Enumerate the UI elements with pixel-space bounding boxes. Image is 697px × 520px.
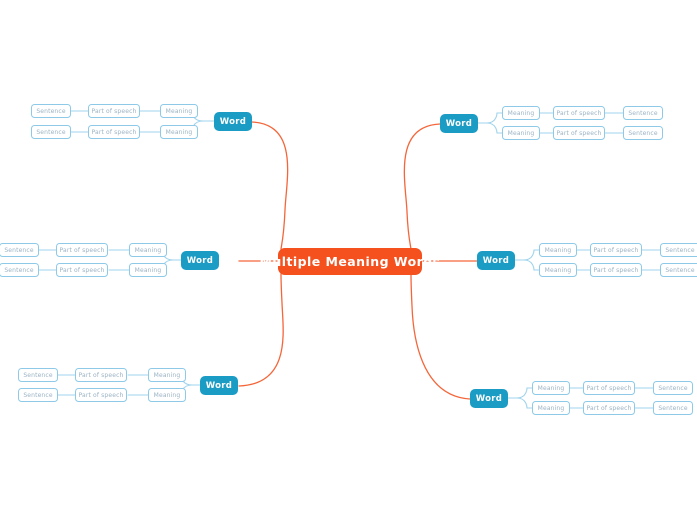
connector-center-to-top-right xyxy=(403,123,441,250)
part-of-speech-node-top-left-row1[interactable]: Part of speech xyxy=(88,104,140,118)
meaning-node-bottom-right-row2[interactable]: Meaning xyxy=(532,401,570,415)
sentence-node-bottom-right-row2[interactable]: Sentence xyxy=(653,401,693,415)
meaning-node-top-right-row2[interactable]: Meaning xyxy=(502,126,540,140)
sentence-node-middle-left-row1[interactable]: Sentence xyxy=(0,243,39,257)
bracket-bottom-right-upper xyxy=(507,387,533,399)
word-node-top-right[interactable]: Word xyxy=(440,114,478,133)
sentence-node-middle-right-row1[interactable]: Sentence xyxy=(660,243,697,257)
sentence-node-top-right-row1[interactable]: Sentence xyxy=(623,106,663,120)
part-of-speech-node-bottom-left-row1[interactable]: Part of speech xyxy=(75,368,127,382)
part-of-speech-node-bottom-left-row2[interactable]: Part of speech xyxy=(75,388,127,402)
bracket-bottom-right-lower xyxy=(507,397,533,409)
part-of-speech-node-middle-right-row1[interactable]: Part of speech xyxy=(590,243,642,257)
part-of-speech-node-bottom-right-row1[interactable]: Part of speech xyxy=(583,381,635,395)
connector-center-to-bottom-left xyxy=(238,273,284,387)
sentence-node-bottom-right-row1[interactable]: Sentence xyxy=(653,381,693,395)
word-node-bottom-right[interactable]: Word xyxy=(470,389,508,408)
connector-center-to-top-left xyxy=(251,121,289,250)
bracket-middle-right-upper xyxy=(514,249,540,261)
part-of-speech-node-middle-right-row2[interactable]: Part of speech xyxy=(590,263,642,277)
part-of-speech-node-middle-left-row1[interactable]: Part of speech xyxy=(56,243,108,257)
sentence-node-bottom-left-row2[interactable]: Sentence xyxy=(18,388,58,402)
part-of-speech-node-top-right-row1[interactable]: Part of speech xyxy=(553,106,605,120)
bracket-top-right-upper xyxy=(477,112,503,124)
word-node-top-left[interactable]: Word xyxy=(214,112,252,131)
center-topic-node[interactable]: Multiple Meaning Words xyxy=(259,248,440,275)
meaning-node-middle-left-row1[interactable]: Meaning xyxy=(129,243,167,257)
meaning-node-middle-left-row2[interactable]: Meaning xyxy=(129,263,167,277)
part-of-speech-node-top-right-row2[interactable]: Part of speech xyxy=(553,126,605,140)
meaning-node-top-right-row1[interactable]: Meaning xyxy=(502,106,540,120)
meaning-node-middle-right-row1[interactable]: Meaning xyxy=(539,243,577,257)
word-node-middle-left[interactable]: Word xyxy=(181,251,219,270)
meaning-node-bottom-right-row1[interactable]: Meaning xyxy=(532,381,570,395)
meaning-node-top-left-row1[interactable]: Meaning xyxy=(160,104,198,118)
meaning-node-bottom-left-row2[interactable]: Meaning xyxy=(148,388,186,402)
sentence-node-top-left-row2[interactable]: Sentence xyxy=(31,125,71,139)
bracket-top-right-lower xyxy=(477,122,503,134)
connector-center-to-bottom-right xyxy=(410,273,471,400)
bracket-middle-right-lower xyxy=(514,259,540,271)
part-of-speech-node-top-left-row2[interactable]: Part of speech xyxy=(88,125,140,139)
sentence-node-bottom-left-row1[interactable]: Sentence xyxy=(18,368,58,382)
sentence-node-top-right-row2[interactable]: Sentence xyxy=(623,126,663,140)
word-node-bottom-left[interactable]: Word xyxy=(200,376,238,395)
meaning-node-middle-right-row2[interactable]: Meaning xyxy=(539,263,577,277)
word-node-middle-right[interactable]: Word xyxy=(477,251,515,270)
sentence-node-middle-right-row2[interactable]: Sentence xyxy=(660,263,697,277)
meaning-node-top-left-row2[interactable]: Meaning xyxy=(160,125,198,139)
part-of-speech-node-middle-left-row2[interactable]: Part of speech xyxy=(56,263,108,277)
sentence-node-middle-left-row2[interactable]: Sentence xyxy=(0,263,39,277)
part-of-speech-node-bottom-right-row2[interactable]: Part of speech xyxy=(583,401,635,415)
meaning-node-bottom-left-row1[interactable]: Meaning xyxy=(148,368,186,382)
sentence-node-top-left-row1[interactable]: Sentence xyxy=(31,104,71,118)
